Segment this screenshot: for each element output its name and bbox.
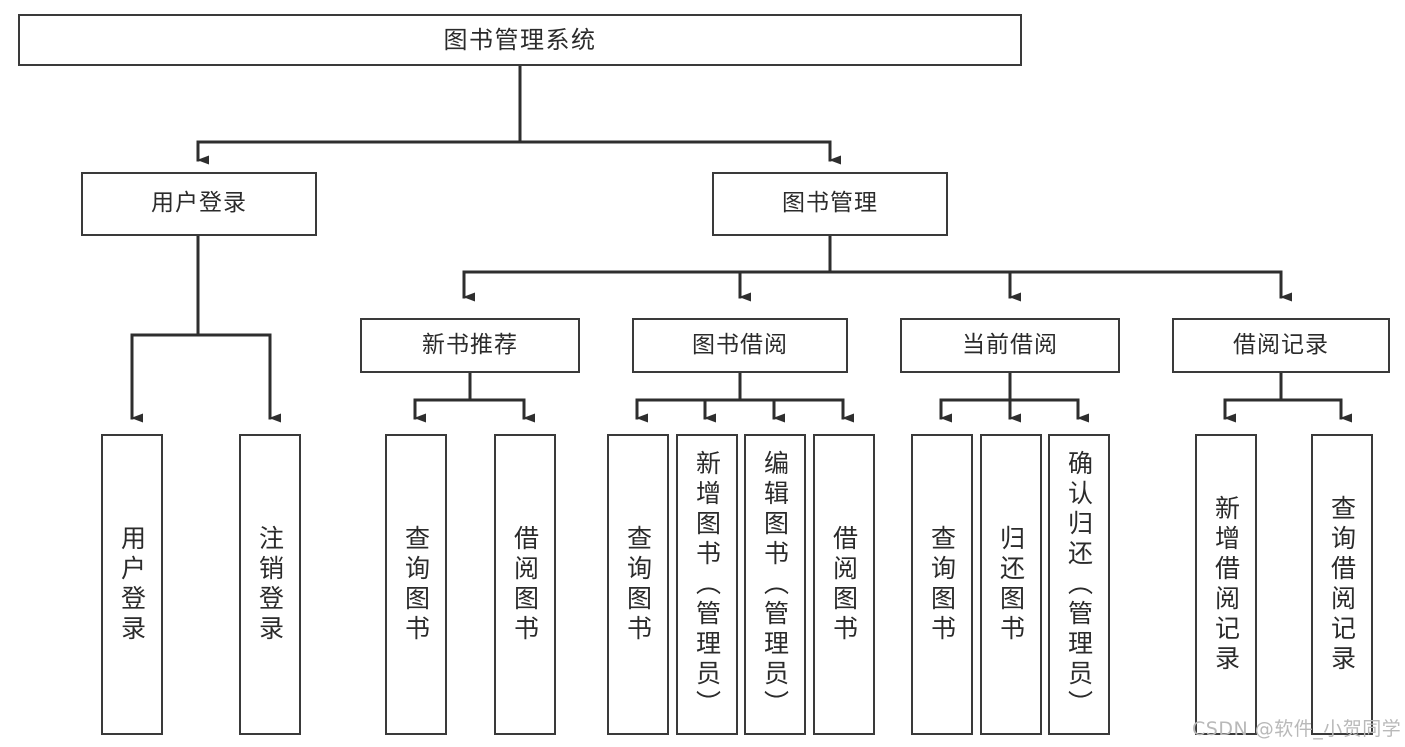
node-leaf-return-book[interactable]: 归还图书 [980,434,1042,735]
node-leaf-query-book-recommend-label: 查询图书 [401,524,431,645]
node-leaf-add-borrow-record-label: 新增借阅记录 [1211,494,1241,675]
node-leaf-query-book-recommend[interactable]: 查询图书 [385,434,447,735]
node-new-book-recommend[interactable]: 新书推荐 [360,318,580,373]
node-borrow-record-label: 借阅记录 [1233,331,1329,358]
node-leaf-borrow-book-label: 借阅图书 [829,524,859,645]
node-leaf-add-book-admin-label: 新增图书（管理员） [692,449,722,720]
node-leaf-add-borrow-record[interactable]: 新增借阅记录 [1195,434,1257,735]
node-leaf-query-book-current-label: 查询图书 [927,524,957,645]
node-book-borrow-label: 图书借阅 [692,331,788,358]
node-book-borrow[interactable]: 图书借阅 [632,318,848,373]
node-leaf-user-login[interactable]: 用户登录 [101,434,163,735]
node-user-login-label: 用户登录 [151,190,247,217]
node-current-borrow[interactable]: 当前借阅 [900,318,1120,373]
node-leaf-borrow-book-recommend-label: 借阅图书 [510,524,540,645]
node-leaf-confirm-return-admin[interactable]: 确认归还（管理员） [1048,434,1110,735]
node-new-book-recommend-label: 新书推荐 [422,331,518,358]
node-leaf-borrow-book[interactable]: 借阅图书 [813,434,875,735]
node-leaf-query-book-current[interactable]: 查询图书 [911,434,973,735]
node-book-management[interactable]: 图书管理 [712,172,948,236]
node-leaf-query-book-borrow-label: 查询图书 [623,524,653,645]
node-leaf-query-borrow-record-label: 查询借阅记录 [1327,494,1357,675]
node-leaf-logout[interactable]: 注销登录 [239,434,301,735]
node-leaf-return-book-label: 归还图书 [996,524,1026,645]
node-root-label: 图书管理系统 [443,25,597,54]
node-leaf-confirm-return-admin-label: 确认归还（管理员） [1064,449,1094,720]
node-book-management-label: 图书管理 [782,190,878,217]
node-current-borrow-label: 当前借阅 [962,331,1058,358]
node-leaf-query-book-borrow[interactable]: 查询图书 [607,434,669,735]
node-leaf-borrow-book-recommend[interactable]: 借阅图书 [494,434,556,735]
node-leaf-user-login-label: 用户登录 [117,524,147,645]
node-leaf-edit-book-admin[interactable]: 编辑图书（管理员） [744,434,806,735]
node-root-book-management-system[interactable]: 图书管理系统 [18,14,1022,66]
csdn-watermark: CSDN @软件_小贺同学 [1192,718,1402,740]
node-borrow-record[interactable]: 借阅记录 [1172,318,1390,373]
node-leaf-add-book-admin[interactable]: 新增图书（管理员） [676,434,738,735]
node-leaf-logout-label: 注销登录 [255,524,285,645]
node-user-login[interactable]: 用户登录 [81,172,317,236]
node-leaf-edit-book-admin-label: 编辑图书（管理员） [760,449,790,720]
node-leaf-query-borrow-record[interactable]: 查询借阅记录 [1311,434,1373,735]
